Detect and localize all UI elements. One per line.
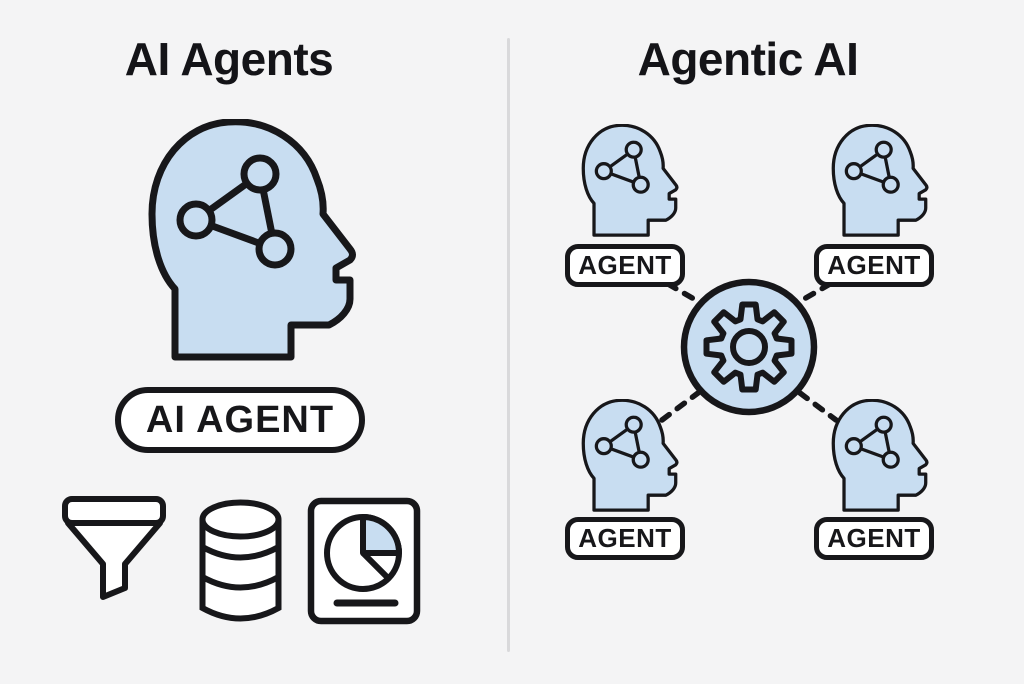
agent-label-pill-top-right: AGENT xyxy=(814,244,934,287)
agent-head-icon-top-left xyxy=(581,124,679,237)
ai-agent-label-pill: AI AGENT xyxy=(115,387,365,453)
agent-head-icon-top-right xyxy=(831,124,929,237)
agent-label-pill-top-left: AGENT xyxy=(565,244,685,287)
agent-head-icon-bottom-right xyxy=(831,399,929,512)
head-network-icon xyxy=(152,122,353,357)
pie-chart-report-icon xyxy=(307,497,421,625)
agent-label-pill-bottom-right: AGENT xyxy=(814,517,934,560)
dashed-connectors xyxy=(659,281,839,423)
database-icon xyxy=(199,499,282,622)
funnel-filter-icon xyxy=(62,496,166,600)
gear-icon xyxy=(680,278,818,416)
vertical-divider xyxy=(507,38,510,652)
right-panel-title: Agentic AI xyxy=(637,33,859,85)
left-panel-title: AI Agents xyxy=(124,33,334,85)
agent-label-pill-bottom-left: AGENT xyxy=(565,517,685,560)
